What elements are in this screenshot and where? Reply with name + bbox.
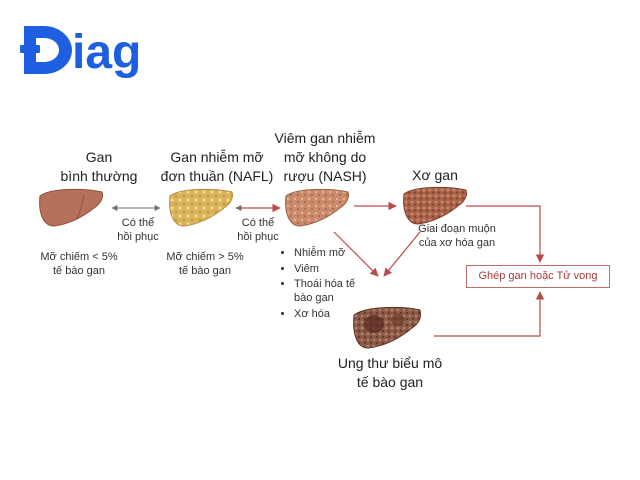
nash-features-list: Nhiễm mỡ Viêm Thoái hóa tế bào gan Xơ hó… (282, 246, 356, 322)
outcome-box: Ghép gan hoặc Tử vong (466, 265, 610, 288)
nash-feature-item: Nhiễm mỡ (294, 246, 356, 260)
reversible-label-1: Có thể hồi phục (117, 217, 159, 243)
stage-normal-label: Gan bình thường (60, 149, 138, 184)
arrow-cirrhosis-hcc (383, 231, 421, 277)
note-nafl: Mỡ chiếm > 5% tế bào gan (166, 251, 244, 277)
nash-feature-item: Thoái hóa tế bào gan (294, 277, 356, 305)
stage-nafl-label: Gan nhiễm mỡ đơn thuần (NAFL) (160, 149, 274, 184)
nash-feature-item: Xơ hóa (294, 307, 356, 321)
liver-normal-image (39, 188, 103, 227)
stage-nash-label: Viêm gan nhiễm mỡ không do rượu (NASH) (274, 130, 376, 184)
liver-nash-image (285, 188, 349, 227)
note-normal: Mỡ chiếm < 5% tế bào gan (40, 251, 118, 277)
liver-cirrhosis-image (403, 186, 467, 225)
reversible-label-2: Có thể hồi phục (237, 217, 279, 243)
logo-text: iag (72, 26, 141, 78)
stage-cirrhosis-label: Xơ gan (412, 167, 458, 183)
liver-hcc-image (353, 306, 421, 349)
arrow-nash-hcc (333, 231, 379, 277)
arrow-hcc-outcome (434, 291, 545, 337)
note-cirrhosis: Giai đoạn muộn của xơ hóa gan (418, 223, 496, 249)
liver-nafl-image (169, 188, 233, 227)
nash-feature-item: Viêm (294, 262, 356, 276)
arrow-cirrhosis-outcome (466, 205, 545, 263)
diag-logo: iag (20, 26, 141, 78)
stage-hcc-label: Ung thư biểu mô tế bào gan (337, 355, 443, 390)
